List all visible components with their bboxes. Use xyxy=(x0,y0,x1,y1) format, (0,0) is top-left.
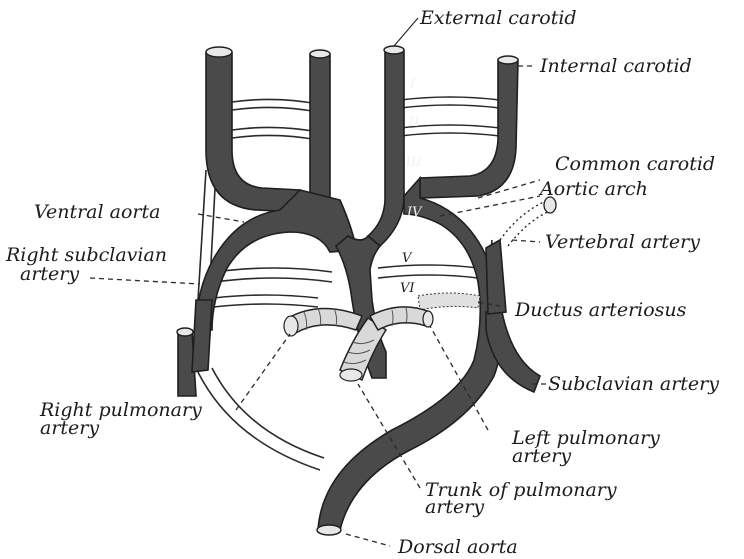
dorsal-aorta-end xyxy=(317,525,341,535)
ductus-arteriosus-shape xyxy=(418,293,480,310)
left-internal-carotid-vessel xyxy=(420,60,518,198)
label-ventral-aorta: Ventral aorta xyxy=(34,201,160,223)
label-aortic-arch: Aortic arch xyxy=(538,178,648,200)
label-right-pulmonary-line2: artery xyxy=(40,417,99,439)
arch-number-4: IV xyxy=(406,205,423,220)
arch-number-5: V xyxy=(402,251,413,266)
left-external-carotid-vessel xyxy=(368,50,404,246)
persistent-vessels xyxy=(177,46,556,535)
arch-number-6: VI xyxy=(400,281,415,296)
arch-number-1: I xyxy=(409,77,416,92)
pulmonary-vessels xyxy=(284,307,433,381)
vertebral-vessel xyxy=(486,240,506,314)
left-subclavian-vessel xyxy=(486,312,540,392)
label-right-subclavian-line2: artery xyxy=(20,263,79,285)
right-subclavian-branch xyxy=(192,300,212,372)
label-external-carotid: External carotid xyxy=(419,7,577,29)
label-ductus-arteriosus: Ductus arteriosus xyxy=(514,299,687,321)
arch-number-3: III xyxy=(405,155,422,170)
label-trunk-pulmonary-line2: artery xyxy=(425,496,484,518)
label-dorsal-aorta: Dorsal aorta xyxy=(397,536,518,558)
arch-number-2: II xyxy=(408,115,420,130)
right-pulmonary-vessel xyxy=(288,308,362,334)
right-internal-carotid-vessel xyxy=(206,52,300,212)
label-internal-carotid: Internal carotid xyxy=(539,55,692,77)
label-left-pulmonary-line2: artery xyxy=(512,445,571,467)
label-subclavian-artery: Subclavian artery xyxy=(548,373,719,395)
label-vertebral-artery: Vertebral artery xyxy=(545,231,700,253)
left-pulmonary-vessel xyxy=(370,307,430,330)
label-common-carotid: Common carotid xyxy=(555,153,715,175)
